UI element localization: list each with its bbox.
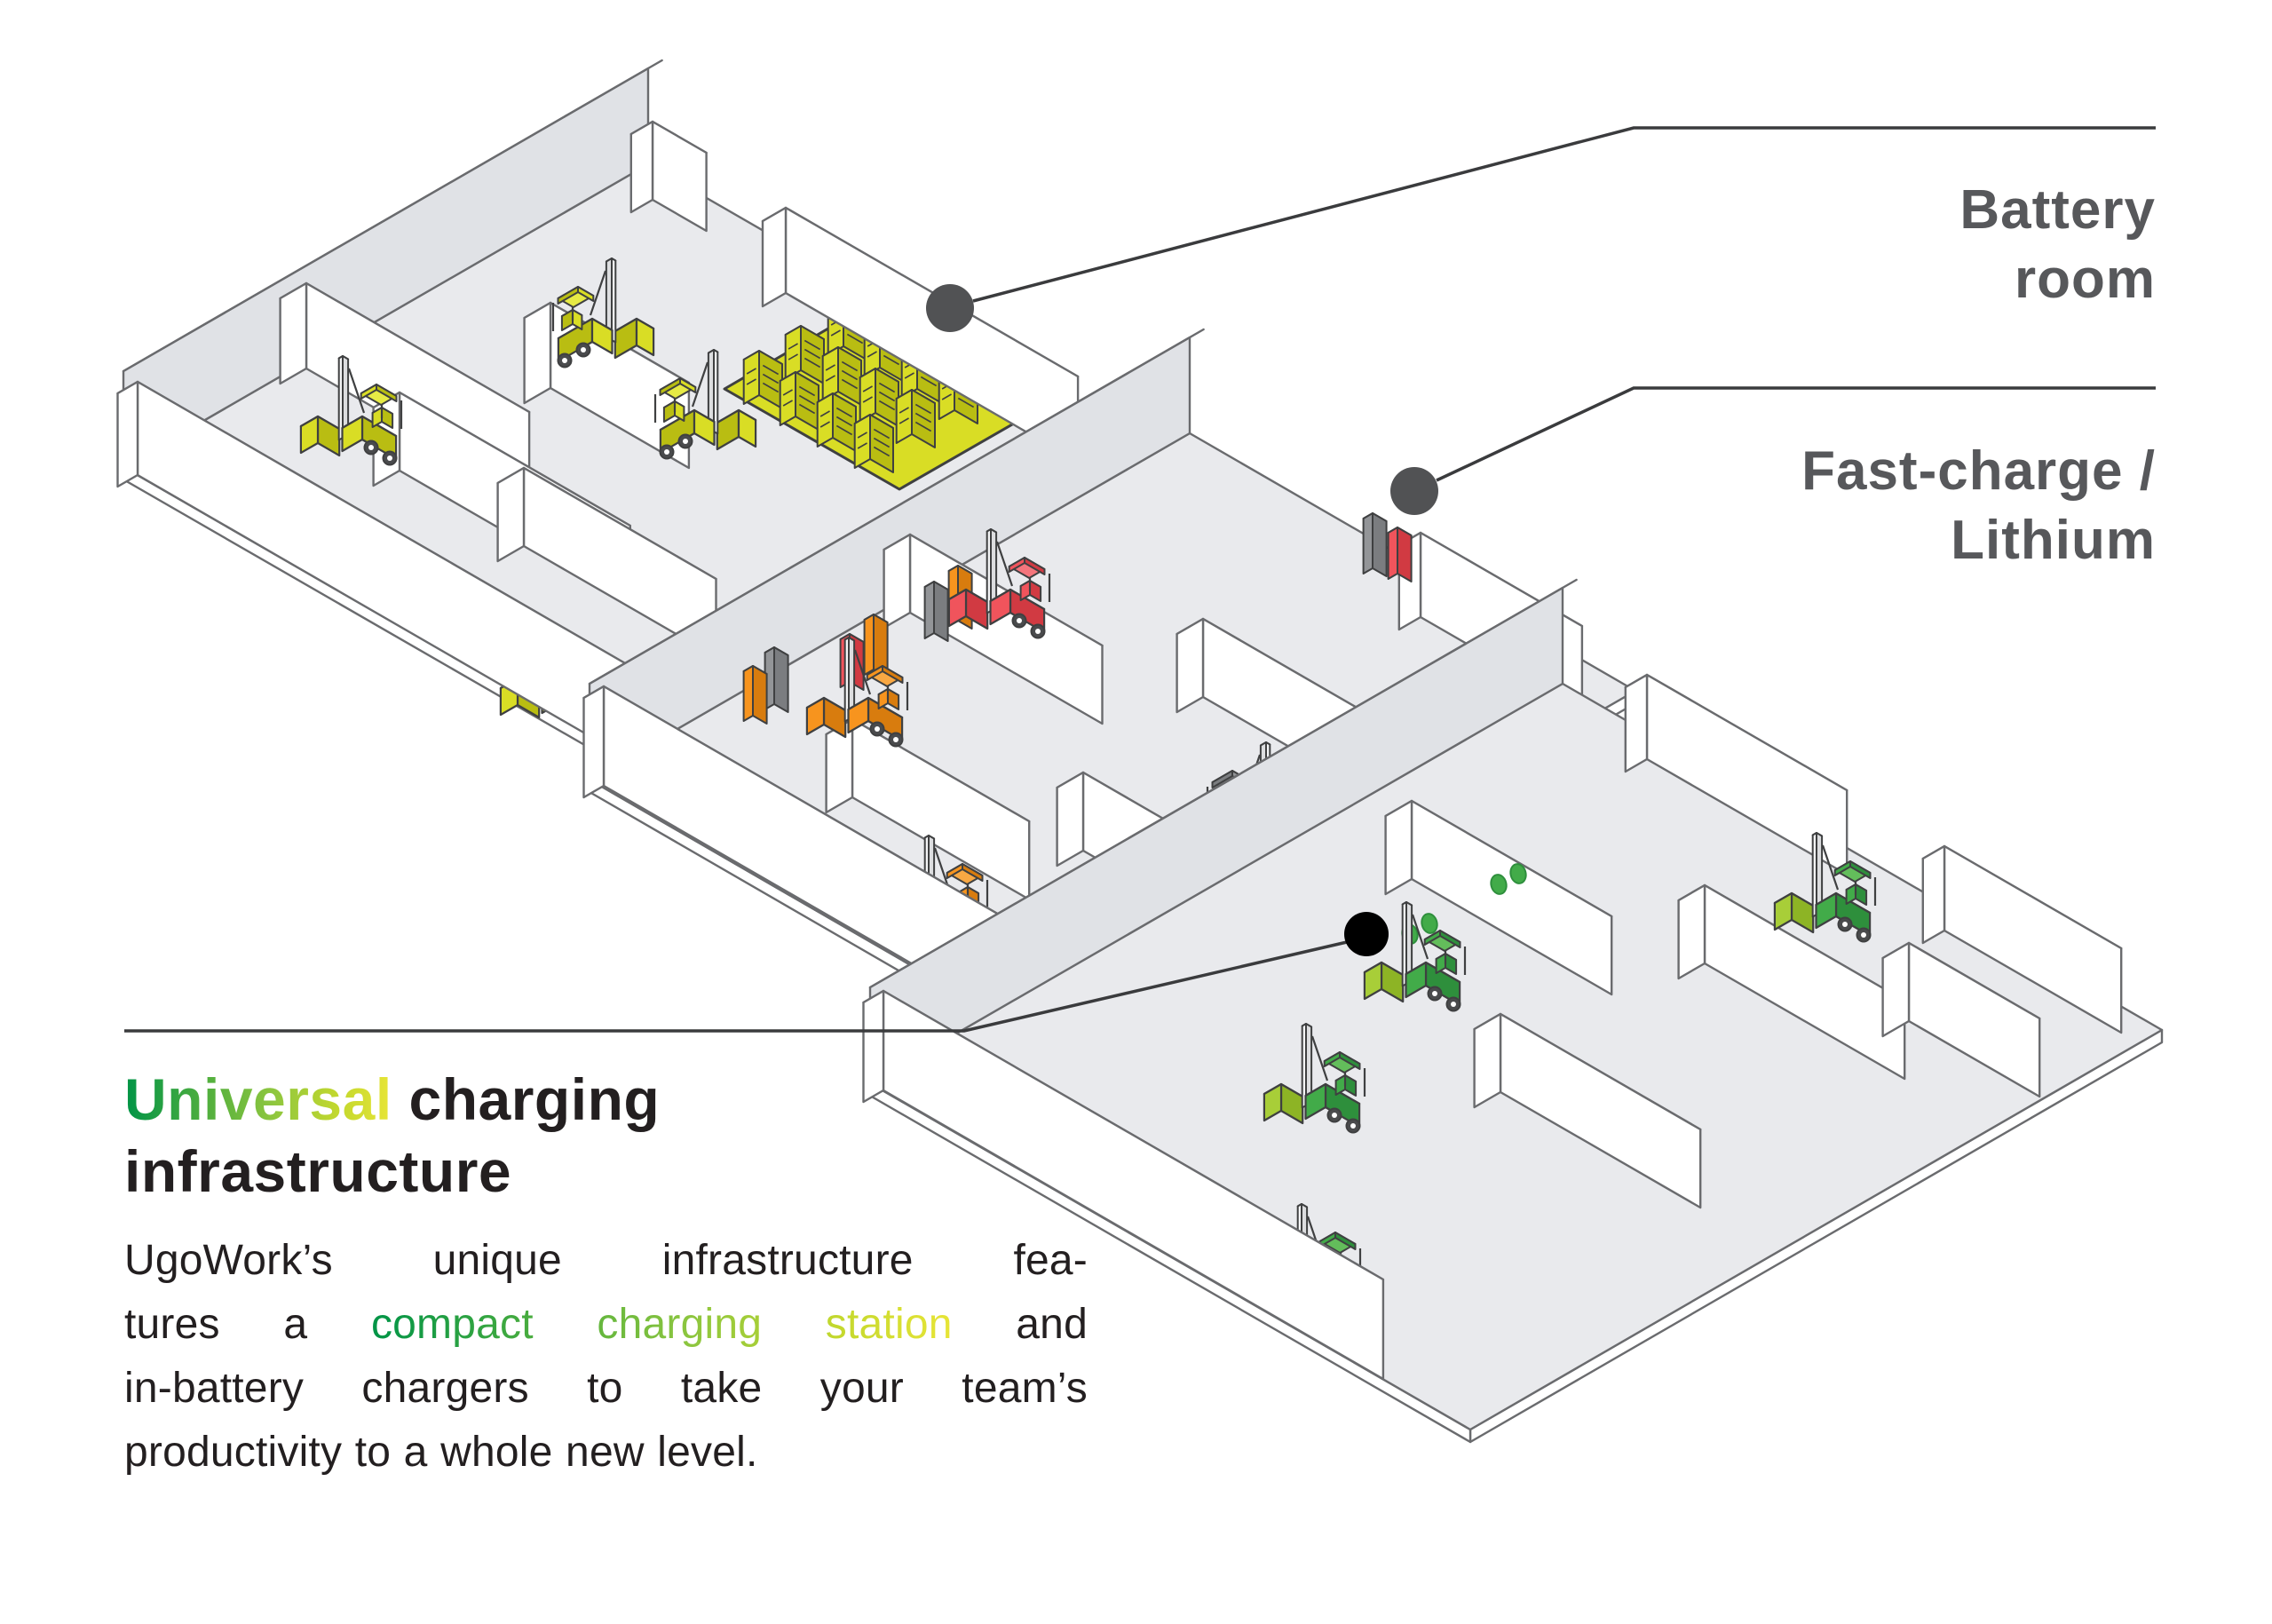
plain-text: and bbox=[952, 1301, 1088, 1348]
warehouse-universal-charging bbox=[862, 578, 2164, 1444]
battery-room-label-line1: Battery bbox=[1959, 179, 2156, 241]
charging-pillar-icon bbox=[742, 665, 768, 725]
callout-layer bbox=[124, 126, 2156, 1033]
wireless-charger-dot-icon bbox=[1421, 913, 1438, 934]
plain-text: UgoWork’s unique infrastructure fea- bbox=[124, 1237, 1088, 1284]
forklift-icon bbox=[805, 637, 909, 748]
fast-charge-label-line1: Fast-charge / bbox=[1801, 440, 2156, 502]
body-text-line: UgoWork’s unique infrastructure fea- bbox=[124, 1229, 1088, 1293]
rack-wall bbox=[1624, 673, 1848, 876]
fast-charge-label: Fast-charge / Lithium bbox=[1801, 437, 2156, 575]
forklift-icon bbox=[1363, 901, 1467, 1012]
callout-dot-universal bbox=[1344, 912, 1389, 956]
callout-line-fast-charge bbox=[1436, 386, 2156, 482]
battery-room-label-line2: room bbox=[2015, 249, 2156, 310]
battery-cabinet-icon bbox=[859, 368, 899, 427]
battery-cabinet-icon bbox=[784, 325, 825, 384]
nw-wall bbox=[868, 578, 1578, 1085]
rack-wall bbox=[1921, 844, 2123, 1034]
forklift-icon bbox=[653, 349, 757, 460]
forklift-icon bbox=[947, 528, 1051, 639]
front-wall bbox=[862, 989, 1385, 1381]
charging-pillar-icon bbox=[764, 646, 789, 713]
front-wall bbox=[116, 380, 639, 765]
battery-cabinet-icon bbox=[779, 371, 819, 431]
gradient-text: compact charging station bbox=[370, 1301, 953, 1348]
callout-dot-fast-charge bbox=[1390, 467, 1438, 515]
wireless-charger-dot-icon bbox=[1509, 863, 1527, 884]
heading-line2: infrastructure bbox=[124, 1136, 1088, 1208]
forklift-icon bbox=[551, 257, 655, 368]
callout-dot-battery-room bbox=[926, 284, 974, 332]
gradient-text: Universal bbox=[124, 1066, 392, 1132]
rack-wall bbox=[629, 120, 708, 233]
battery-room-label: Battery room bbox=[1959, 176, 2156, 314]
body-text-line: in-battery chargers to take your team’s bbox=[124, 1357, 1088, 1421]
battery-cabinet-icon bbox=[853, 414, 894, 473]
charging-pillar-icon bbox=[923, 581, 949, 642]
fast-charge-label-line2: Lithium bbox=[1951, 510, 2156, 571]
charging-pillar-icon bbox=[1387, 527, 1413, 582]
section-body-text: UgoWork’s unique infrastructure fea- tur… bbox=[124, 1229, 1088, 1485]
plain-text: tures a bbox=[124, 1301, 371, 1348]
warehouse-battery-room bbox=[116, 59, 1183, 788]
rack-wall bbox=[1881, 941, 2041, 1098]
battery-cabinet-icon bbox=[895, 389, 936, 448]
battery-cabinet-icon bbox=[816, 392, 857, 452]
rack-wall bbox=[1473, 1012, 1702, 1209]
forklift-icon bbox=[1773, 832, 1877, 943]
charging-pillar-icon bbox=[1362, 512, 1388, 577]
plain-text: productivity to a whole new level. bbox=[124, 1429, 758, 1476]
charging-pillar-icon bbox=[863, 614, 889, 678]
callout-line-universal bbox=[124, 940, 1348, 1033]
rack-wall bbox=[1384, 799, 1613, 996]
section-heading: Universal charging infrastructure bbox=[124, 1064, 1088, 1208]
heading-line1: Universal charging bbox=[124, 1064, 1088, 1136]
rack-wall bbox=[825, 717, 1031, 901]
plain-text: infrastructure bbox=[124, 1138, 512, 1204]
battery-cabinet-icon bbox=[742, 350, 783, 409]
forklift-icon bbox=[1263, 1023, 1366, 1134]
plain-text: in-battery chargers to take your team’s bbox=[124, 1365, 1088, 1412]
body-text-line: productivity to a whole new level. bbox=[124, 1421, 1088, 1485]
rack-wall bbox=[761, 206, 1080, 463]
plain-text: charging bbox=[392, 1066, 661, 1132]
callout-line-battery-room bbox=[972, 126, 2156, 303]
battery-cabinet-icon bbox=[821, 346, 862, 406]
forklift-icon bbox=[299, 355, 403, 466]
body-text-line: tures a compact charging station and bbox=[124, 1293, 1088, 1357]
rack-wall bbox=[1677, 883, 1906, 1081]
rack-wall bbox=[496, 466, 717, 659]
wireless-charger-dot-icon bbox=[1490, 874, 1508, 895]
